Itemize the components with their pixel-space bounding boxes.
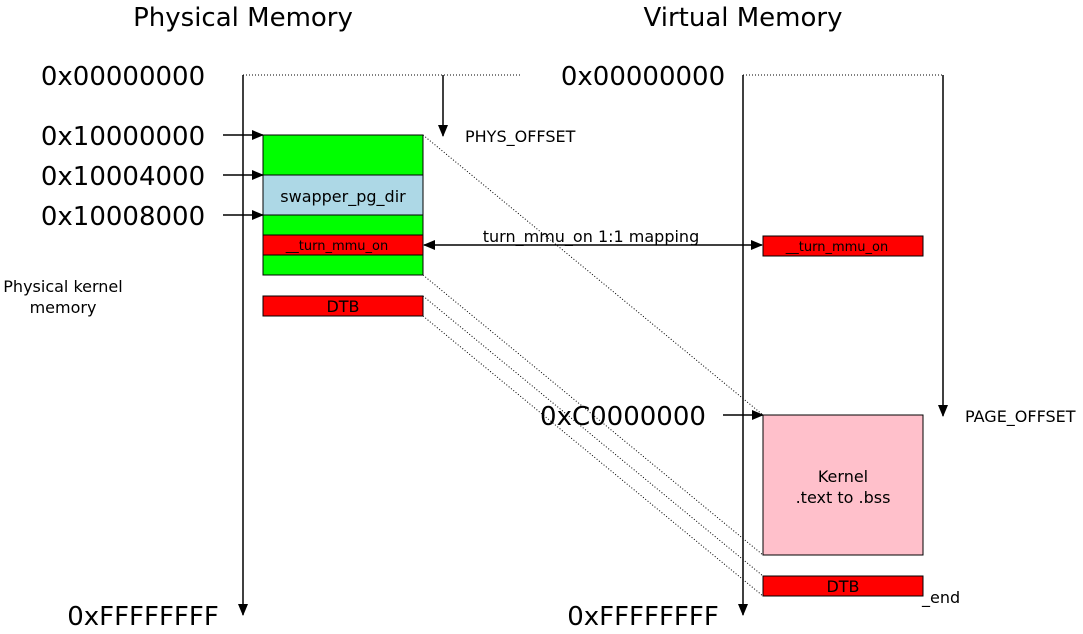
dtb-phys-block	[262, 295, 424, 317]
turn-mmu-on-phys-label: __turn_mmu_on	[285, 239, 388, 254]
end-symbol-label: _end	[921, 588, 960, 608]
phys-addr-end: 0xFFFFFFFF	[67, 602, 219, 632]
physical-kernel-memory-label-line2: memory	[30, 298, 97, 317]
turn-mmu-on-mapping-label: turn_mmu_on 1:1 mapping	[483, 227, 699, 247]
phys-green-block-bottom	[262, 254, 424, 276]
phys-green-block-top	[262, 134, 424, 176]
virtual-memory-heading: Virtual Memory	[644, 3, 843, 33]
phys-addr-start: 0x00000000	[41, 62, 205, 92]
mapping-line-dtb-bottom	[422, 315, 764, 597]
mapping-line-kernel-top	[422, 134, 764, 416]
phys-addr-pg-dir: 0x10004000	[41, 162, 205, 192]
kernel-virt-label-line1: Kernel	[818, 467, 868, 486]
phys-addr-kernel: 0x10008000	[41, 202, 205, 232]
physical-kernel-memory-label-line1: Physical kernel	[3, 277, 122, 296]
virt-addr-end: 0xFFFFFFFF	[567, 602, 719, 632]
swapper-pg-dir-label: swapper_pg_dir	[280, 187, 406, 207]
page-offset-label: PAGE_OFFSET	[965, 407, 1076, 427]
phys-green-block-middle	[262, 214, 424, 236]
phys-addr-phys-base: 0x10000000	[41, 122, 205, 152]
virt-addr-page-offset: 0xC0000000	[540, 402, 706, 432]
turn-mmu-on-virt-label: __turn_mmu_on	[785, 240, 888, 255]
dtb-phys-label: DTB	[326, 297, 359, 316]
kernel-virt-block	[762, 414, 924, 556]
mapping-line-dtb-top	[422, 295, 764, 577]
virt-addr-start: 0x00000000	[561, 62, 725, 92]
dtb-virt-block	[762, 575, 924, 597]
kernel-virt-label-line2: .text to .bss	[796, 488, 891, 507]
physical-memory-heading: Physical Memory	[133, 3, 353, 33]
turn-mmu-on-virt-block	[762, 235, 924, 257]
dtb-virt-label: DTB	[826, 577, 859, 596]
phys-offset-label: PHYS_OFFSET	[465, 127, 576, 147]
